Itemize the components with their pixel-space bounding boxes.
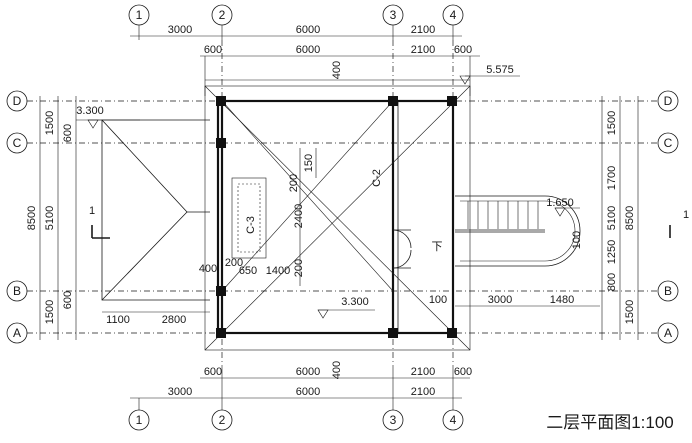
axis-label-bottom-1: 1 <box>136 413 143 427</box>
dim-150: 150 <box>303 154 315 172</box>
main-structure <box>204 85 471 351</box>
left-roof: 1100 2800 <box>76 119 210 326</box>
dim-100-a: 100 <box>429 294 447 306</box>
axis-label-left-C: C <box>13 136 22 150</box>
dim-400-left: 400 <box>199 263 217 275</box>
dim-2800: 2800 <box>162 314 186 326</box>
dim-top-inner-4: 600 <box>454 44 472 56</box>
axis-label-left-A: A <box>13 326 21 340</box>
dim-1400: 1400 <box>266 265 290 277</box>
axis-label-top-1: 1 <box>136 8 143 22</box>
dim-bottom-inner-4: 600 <box>454 366 472 378</box>
bottom-axis-markers: 1 2 3 4 <box>128 365 464 431</box>
axis-label-right-B: B <box>664 284 672 298</box>
dim-top-inner-1: 600 <box>204 44 222 56</box>
dim-top-outer-3: 2100 <box>411 24 435 36</box>
section-mark-left: 1 <box>89 205 95 217</box>
elevation-5575: 5.575 <box>486 64 514 76</box>
dim-right-inner-1: 1500 <box>606 111 618 135</box>
drawing-title: 二层平面图1:100 <box>546 413 674 432</box>
door: 下 <box>392 229 443 269</box>
right-dimensions: 8500 5100 1500 1700 1250 800 1500 <box>601 96 639 340</box>
axis-label-top-4: 4 <box>450 8 457 22</box>
right-axis-markers: D C B A <box>657 90 679 344</box>
dim-bottom-outer-2: 6000 <box>296 386 320 398</box>
dim-right-outer: 8500 <box>624 206 636 230</box>
axis-label-top-3: 3 <box>390 8 397 22</box>
dim-100-b: 100 <box>571 231 583 249</box>
elevation-1650: 1.650 <box>546 197 574 209</box>
interior-dimensions: 400 2400 200 150 200 400 200 650 1400 10… <box>199 61 600 379</box>
elevation-3300-center: 3.300 <box>341 296 369 308</box>
dim-right-inner-2: 1700 <box>606 166 618 190</box>
dim-bottom-inner-2: 6000 <box>296 366 320 378</box>
elevation-markers: 5.575 3.300 3.300 1.650 <box>76 64 580 319</box>
dim-bottom-outer-3: 2100 <box>411 386 435 398</box>
dim-left-outer: 8500 <box>26 206 38 230</box>
dim-400-bottom: 400 <box>331 361 343 379</box>
dim-left-inner-top: 1500 <box>44 111 56 135</box>
dim-right-inner-4: 800 <box>606 273 618 291</box>
dim-left-inner-bottom: 1500 <box>44 300 56 324</box>
elevation-3300-left: 3.300 <box>76 105 104 117</box>
dim-200-upper: 200 <box>288 174 300 192</box>
dim-bottom-outer-1: 3000 <box>168 386 192 398</box>
dim-right-inner-5: 1500 <box>624 300 636 324</box>
top-axis-markers: 1 2 3 4 <box>128 4 464 40</box>
dim-200-mid: 200 <box>225 257 243 269</box>
left-axis-markers: D C B A <box>6 90 28 344</box>
axis-label-right-A: A <box>664 326 672 340</box>
dim-left-small-top: 600 <box>62 124 74 142</box>
dim-bottom-inner-1: 600 <box>204 366 222 378</box>
label-c2: C-2 <box>371 169 383 187</box>
dim-right-inner-3: 1250 <box>606 240 618 264</box>
axis-label-bottom-3: 3 <box>390 413 397 427</box>
window-c2: C-2 <box>371 169 383 187</box>
dim-1100: 1100 <box>106 314 130 326</box>
section-marks: 1 1 <box>89 205 689 239</box>
window-c3: C-3 <box>231 177 267 259</box>
dim-top-outer-1: 3000 <box>168 24 192 36</box>
dim-1480: 1480 <box>550 294 574 306</box>
dim-top-outer-2: 6000 <box>296 24 320 36</box>
axis-label-right-C: C <box>664 136 673 150</box>
bottom-dimensions: 600 6000 2100 600 3000 6000 2100 <box>130 366 472 399</box>
staircase <box>455 195 581 267</box>
left-dimensions: 8500 5100 1500 1500 600 600 <box>26 96 77 340</box>
label-c3: C-3 <box>245 216 257 234</box>
dim-650: 650 <box>239 265 257 277</box>
dim-left-mid: 5100 <box>44 206 56 230</box>
axis-label-right-D: D <box>664 94 673 108</box>
dim-top-inner-3: 2100 <box>411 44 435 56</box>
dim-top-inner-2: 6000 <box>296 44 320 56</box>
stair-treads <box>467 201 539 229</box>
label-down: 下 <box>432 241 443 253</box>
dim-2400: 2400 <box>293 204 305 228</box>
dim-right-mid: 5100 <box>606 206 618 230</box>
dim-200-lower: 200 <box>293 259 305 277</box>
dim-3000-right: 3000 <box>488 294 512 306</box>
dim-400-top: 400 <box>331 61 343 79</box>
dim-left-small-bottom: 600 <box>62 291 74 309</box>
axis-label-left-B: B <box>13 284 21 298</box>
axis-label-bottom-2: 2 <box>219 413 226 427</box>
axis-label-bottom-4: 4 <box>450 413 457 427</box>
axis-label-top-2: 2 <box>219 8 226 22</box>
axis-label-left-D: D <box>13 94 22 108</box>
section-mark-right: 1 <box>683 209 689 221</box>
top-dimensions: 3000 6000 2100 600 6000 2100 600 <box>130 24 480 96</box>
dim-bottom-inner-3: 2100 <box>411 366 435 378</box>
